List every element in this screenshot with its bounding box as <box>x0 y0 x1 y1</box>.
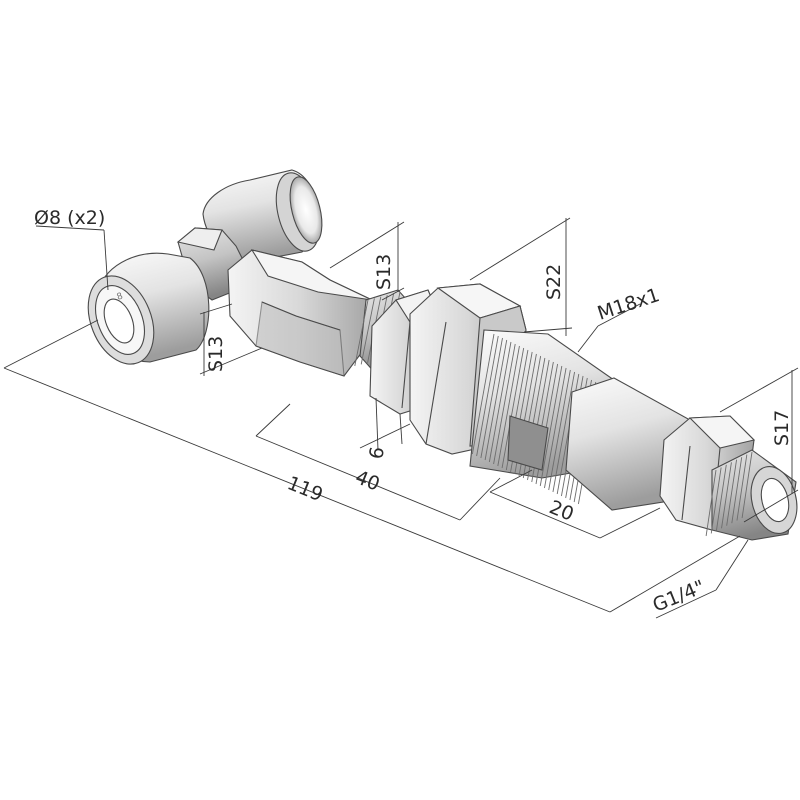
thread-ridge <box>539 365 563 487</box>
fitting-body: 8 <box>87 169 798 541</box>
thread-ridge <box>736 454 748 521</box>
label-dim-119: 119 <box>284 472 326 506</box>
thread-ridge <box>710 467 722 534</box>
tee-hex-body <box>227 249 373 377</box>
thread-ridge <box>721 462 732 529</box>
label-thread-m18: M18x1 <box>595 284 663 325</box>
thread-ridge <box>493 343 516 465</box>
thread-ridge <box>497 345 520 467</box>
label-wrench-s13-side: S13 <box>205 336 227 372</box>
label-wrench-s22: S22 <box>543 264 565 300</box>
thread-ridge <box>731 457 743 524</box>
label-dim-6: 6 <box>365 445 389 461</box>
thread-ridge <box>476 335 499 457</box>
label-thread-g14: G1/4" <box>650 576 708 617</box>
label-wrench-s17: S17 <box>771 410 793 446</box>
thread-ridge <box>705 469 717 537</box>
thread-ridge <box>471 333 495 455</box>
label-tube-diameter: Ø8 (x2) <box>34 207 105 229</box>
label-dim-20: 20 <box>546 496 577 525</box>
thread-ridge <box>715 464 727 531</box>
thread-ridge <box>354 299 369 367</box>
thread-ridge <box>484 339 508 461</box>
threaded-end-g14 <box>705 449 798 541</box>
thread-ridge <box>480 337 503 459</box>
label-dim-40: 40 <box>352 466 383 495</box>
thread-ridge <box>360 298 375 365</box>
thread-ridge <box>741 451 753 519</box>
thread-ridge <box>726 459 738 526</box>
thread-ridge <box>548 369 571 491</box>
thread-ridge <box>488 341 512 463</box>
thread-ridge <box>544 367 567 489</box>
release-ring-marking: 8 <box>116 291 125 302</box>
tee-upper-branch <box>202 169 323 263</box>
thread-ridge <box>552 371 576 493</box>
dimension-lines <box>3 217 799 619</box>
label-wrench-s13-top: S13 <box>373 254 395 290</box>
thread-ridge <box>501 347 525 469</box>
tee-left-branch: 8 <box>87 252 210 365</box>
